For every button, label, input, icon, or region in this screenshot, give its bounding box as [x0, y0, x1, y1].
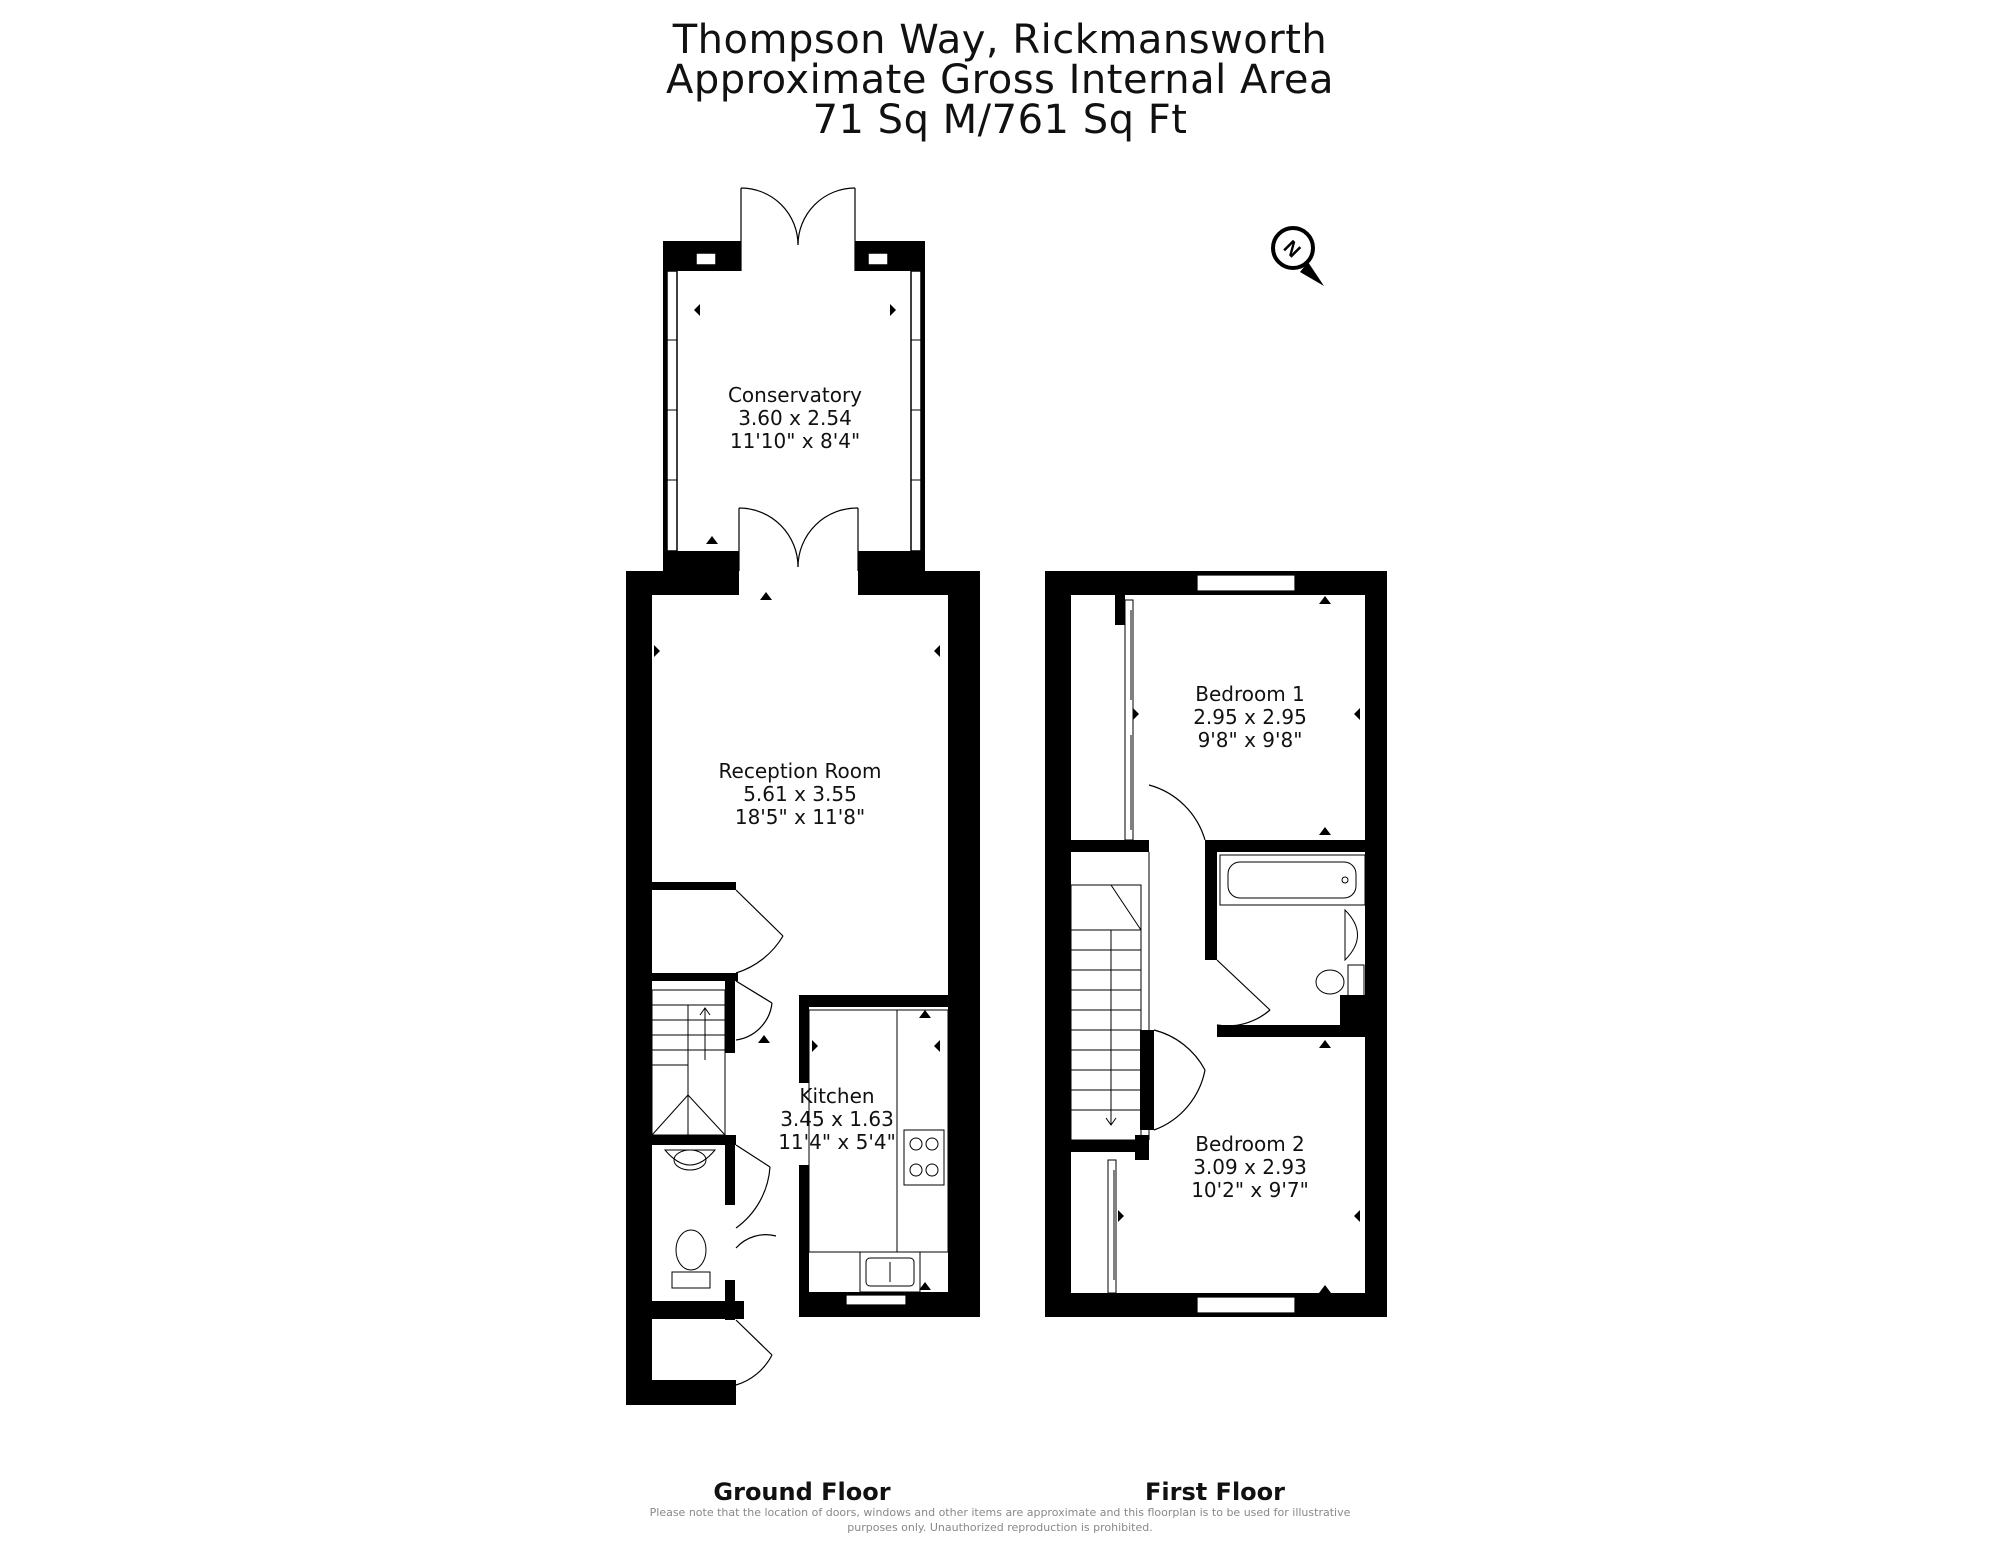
room-imperial: 11'4" x 5'4"	[778, 1130, 896, 1154]
conservatory-window-mullions	[667, 339, 921, 481]
kitchen-window	[845, 1294, 907, 1306]
room-label-kitchen: Kitchen 3.45 x 1.63 11'4" x 5'4"	[762, 1085, 912, 1154]
room-name: Kitchen	[799, 1084, 875, 1108]
first-floor-windows	[1196, 574, 1296, 1314]
room-imperial: 18'5" x 11'8"	[734, 805, 866, 829]
ground-floor-internal-doors	[735, 889, 784, 1386]
room-name: Bedroom 1	[1195, 682, 1305, 706]
plan-title: Thompson Way, Rickmansworth Approximate …	[0, 20, 2000, 140]
bathroom-fixtures	[1219, 854, 1366, 1000]
room-label-conservatory: Conservatory 3.60 x 2.54 11'10" x 8'4"	[695, 384, 895, 453]
room-metric: 3.45 x 1.63	[780, 1107, 894, 1131]
first-floor-stairs	[1071, 884, 1142, 1126]
room-name: Bedroom 2	[1195, 1132, 1305, 1156]
bedroom-wardrobes	[1107, 599, 1134, 1294]
room-label-bedroom1: Bedroom 1 2.95 x 2.95 9'8" x 9'8"	[1160, 683, 1340, 752]
title-area-value: 71 Sq M/761 Sq Ft	[812, 97, 1188, 143]
ground-floor-stairs	[651, 989, 726, 1136]
first-floor-internal-doors	[1148, 784, 1271, 1131]
first-floor-dimension-ticks	[1118, 596, 1360, 1293]
room-metric: 3.60 x 2.54	[738, 406, 852, 430]
conservatory-french-doors	[740, 187, 856, 271]
ground-floor-plan	[626, 187, 980, 1405]
first-floor-landing	[1070, 852, 1150, 1141]
disclaimer-line-2: purposes only. Unauthorized reproduction…	[847, 1521, 1153, 1534]
first-floor-plan	[1045, 571, 1387, 1317]
disclaimer-line-1: Please note that the location of doors, …	[649, 1506, 1351, 1519]
ground-floor-dimension-ticks	[654, 304, 940, 1290]
ground-wc-fixtures	[663, 1149, 717, 1289]
title-address: Thompson Way, Rickmansworth	[672, 17, 1328, 63]
floor-label-ground: Ground Floor	[713, 1478, 891, 1506]
ground-floor-walls	[626, 571, 980, 1405]
room-label-bedroom2: Bedroom 2 3.09 x 2.93 10'2" x 9'7"	[1160, 1133, 1340, 1202]
room-imperial: 11'10" x 8'4"	[729, 429, 861, 453]
disclaimer-note: Please note that the location of doors, …	[640, 1505, 1360, 1535]
room-imperial: 9'8" x 9'8"	[1197, 728, 1303, 752]
room-name: Conservatory	[727, 383, 863, 407]
kitchen-fixtures	[808, 1009, 949, 1293]
title-area-label: Approximate Gross Internal Area	[665, 57, 1335, 103]
room-imperial: 10'2" x 9'7"	[1191, 1178, 1309, 1202]
compass-north-icon: N	[1271, 226, 1324, 286]
room-label-reception: Reception Room 5.61 x 3.55 18'5" x 11'8"	[690, 760, 910, 829]
floor-label-first: First Floor	[1144, 1478, 1285, 1506]
conservatory-windows	[666, 252, 922, 552]
reception-french-doors	[738, 507, 859, 571]
room-metric: 5.61 x 3.55	[743, 782, 857, 806]
room-name: Reception Room	[718, 759, 882, 783]
room-metric: 3.09 x 2.93	[1193, 1155, 1307, 1179]
room-metric: 2.95 x 2.95	[1193, 705, 1307, 729]
